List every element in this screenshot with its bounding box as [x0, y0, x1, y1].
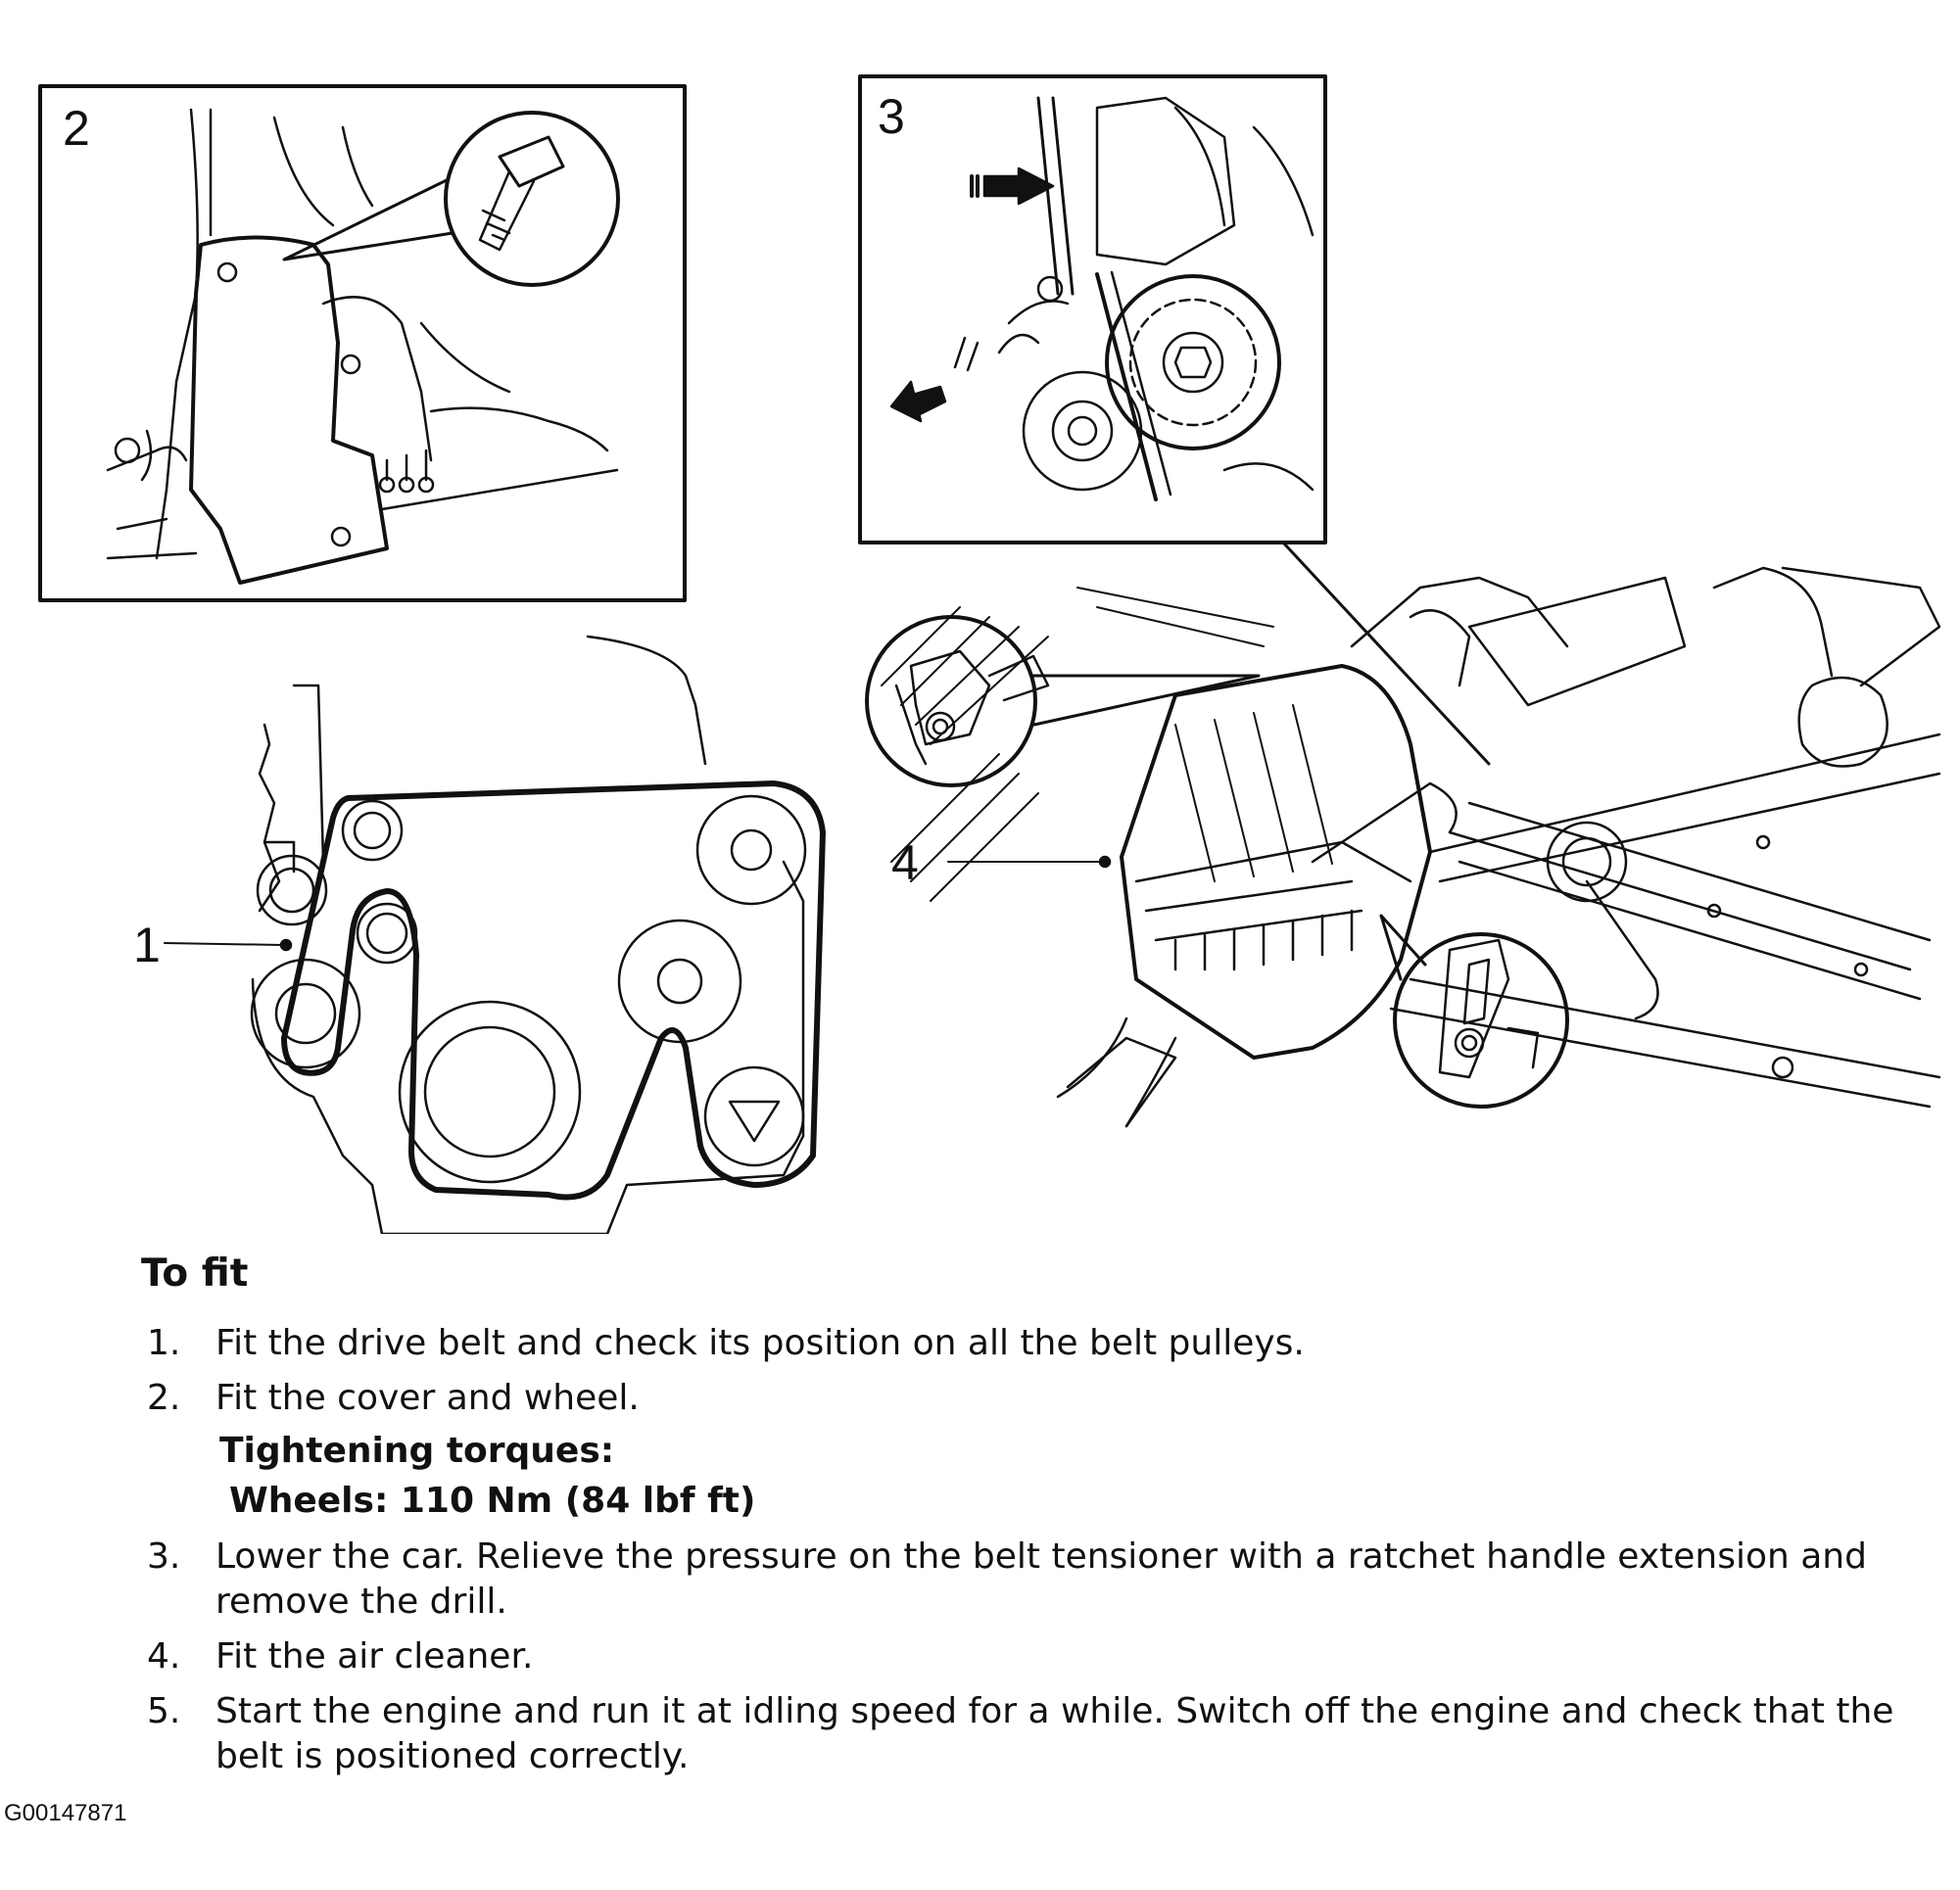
- step-4: 4. Fit the air cleaner.: [141, 1634, 1904, 1679]
- step-number: 2.: [147, 1378, 181, 1418]
- air-cleaner-illustration: [865, 566, 1941, 1128]
- step-text: Fit the air cleaner.: [215, 1636, 534, 1677]
- step-text: Lower the car. Relieve the pressure on t…: [215, 1536, 1867, 1622]
- air-cleaner-callout-number: 4: [891, 835, 919, 890]
- step-number: 4.: [147, 1636, 181, 1677]
- step-text: Fit the drive belt and check its positio…: [215, 1323, 1305, 1363]
- step-5: 5. Start the engine and run it at idling…: [141, 1689, 1904, 1779]
- fitting-instructions: To fit 1. Fit the drive belt and check i…: [141, 1252, 1904, 1789]
- panel-3-number: 3: [878, 89, 905, 144]
- instructions-heading: To fit: [141, 1252, 249, 1296]
- step-2: 2. Fit the cover and wheel.: [141, 1376, 1904, 1421]
- panel-2-number: 2: [63, 101, 90, 156]
- step-text: Fit the cover and wheel.: [215, 1378, 640, 1418]
- step-number: 3.: [147, 1536, 181, 1577]
- torque-heading: Tightening torques:: [219, 1431, 615, 1471]
- step-text: Start the engine and run it at idling sp…: [215, 1691, 1894, 1776]
- step-3: 3. Lower the car. Relieve the pressure o…: [141, 1535, 1904, 1625]
- step-number: 5.: [147, 1691, 181, 1731]
- step-number: 1.: [147, 1323, 181, 1363]
- belt-callout-number: 1: [133, 918, 161, 972]
- technical-illustration: [38, 74, 1941, 1234]
- torque-value: Wheels: 110 Nm (84 lbf ft): [229, 1481, 756, 1521]
- belt-routing-diagram: [164, 635, 826, 1234]
- panel-2-cover-detail: [38, 84, 687, 602]
- panel-3-tensioner-detail: [858, 74, 1327, 544]
- figure-code: G00147871: [4, 1800, 127, 1826]
- step-1: 1. Fit the drive belt and check its posi…: [141, 1321, 1904, 1366]
